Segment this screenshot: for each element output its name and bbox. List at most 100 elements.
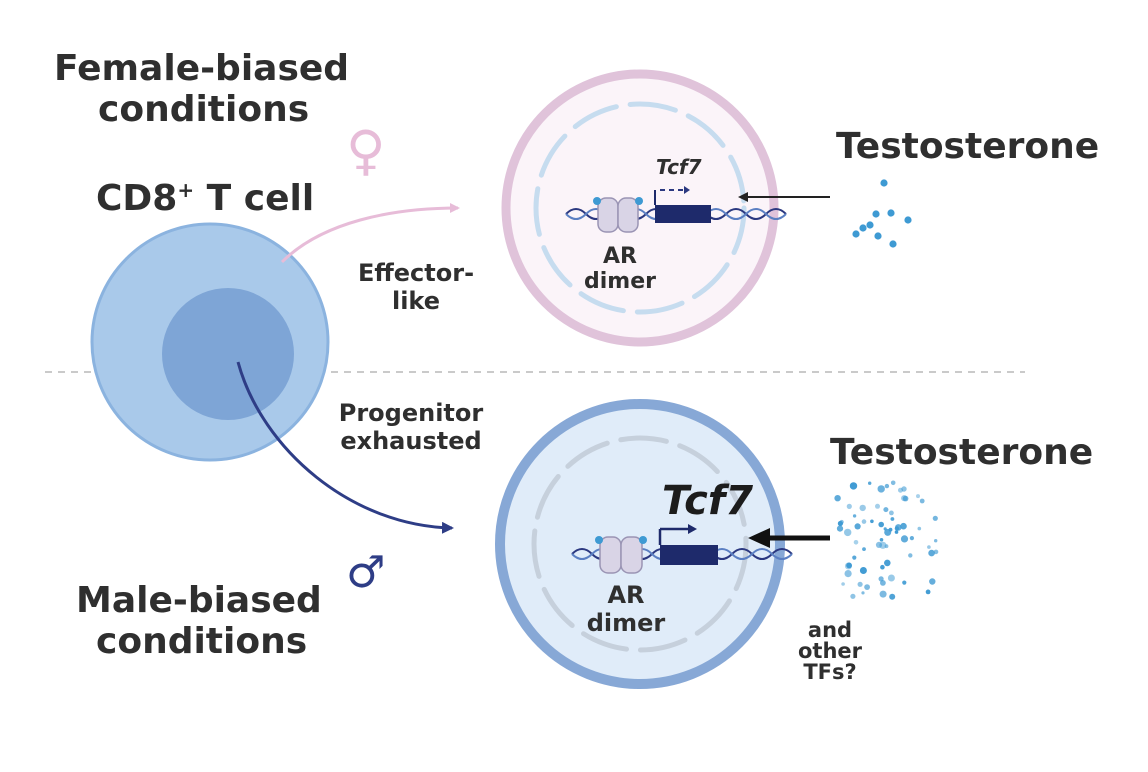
testosterone-dot [909, 536, 915, 541]
testosterone-dot [844, 528, 852, 537]
testosterone-dot [872, 210, 880, 218]
testosterone-dot [890, 480, 896, 486]
female-fate-line1: Effector- [357, 259, 475, 287]
testosterone-dot [849, 482, 858, 490]
male-dna-complex [571, 524, 793, 574]
cd8-t-cell [90, 222, 330, 462]
testosterone-dot [852, 230, 860, 238]
female-testosterone-arrowhead [738, 192, 748, 202]
testosterone-dot [889, 510, 894, 516]
male-fate-arrow [236, 361, 454, 534]
cell-title-sup: + [177, 178, 195, 202]
female-nucleus-cell [501, 69, 779, 347]
testosterone-dot [902, 580, 907, 585]
testosterone-dot [852, 514, 857, 518]
female-outer-membrane [501, 69, 779, 347]
female-condition-line1: Female-biased [54, 48, 350, 89]
male-ligand-dot-1 [595, 536, 603, 544]
female-ar-line1: AR [603, 244, 637, 269]
testosterone-dot [883, 507, 889, 513]
testosterone-dot [932, 515, 938, 521]
female-ar-monomer-2 [617, 197, 639, 233]
testosterone-dot [844, 570, 852, 578]
testosterone-dot [852, 555, 857, 560]
testosterone-dot [861, 519, 867, 524]
testosterone-dot [925, 589, 931, 595]
testosterone-dot [878, 521, 884, 528]
male-condition-label: Male-biased conditions [76, 580, 322, 663]
testosterone-dot [900, 535, 909, 543]
male-ar-monomer-2 [620, 536, 643, 574]
testosterone-dot [850, 593, 856, 599]
testosterone-dot [901, 495, 908, 502]
testosterone-dot [928, 549, 935, 557]
testosterone-dot [889, 240, 897, 248]
testosterone-dot [884, 528, 892, 536]
cell-nucleus [162, 288, 294, 420]
female-ligand-dot-1 [593, 197, 601, 205]
testosterone-dot [859, 224, 867, 232]
testosterone-dot [846, 503, 852, 509]
testosterone-dot [846, 562, 852, 569]
testosterone-dot [841, 582, 845, 586]
testosterone-dot [880, 564, 885, 570]
male-gene-label: Tcf7 [662, 478, 754, 524]
testosterone-dot [898, 487, 903, 493]
female-ar-line2: dimer [584, 269, 656, 295]
female-symbol-icon: ♀ [346, 119, 386, 182]
male-condition-line1: Male-biased [76, 580, 322, 621]
female-ar-monomer-1 [597, 197, 619, 233]
male-testosterone-molecules [834, 480, 939, 600]
male-fate-line2: exhausted [340, 426, 482, 455]
testosterone-dot [916, 494, 920, 499]
testosterone-dot [880, 179, 888, 187]
testosterone-dot [857, 581, 863, 587]
testosterone-dot [895, 524, 902, 531]
cell-title-rest: T cell [194, 178, 315, 219]
testosterone-dot [837, 520, 844, 527]
testosterone-dot [850, 482, 855, 487]
cell-title-main: CD8 [96, 178, 178, 219]
testosterone-dot [859, 504, 866, 512]
testosterone-dot [929, 578, 936, 585]
female-fate-label: Effector- like [340, 259, 492, 315]
male-testosterone-arrowhead [748, 528, 770, 548]
testosterone-dot [874, 232, 882, 240]
male-condition-line2: conditions [96, 621, 308, 663]
other-tfs-line3: TFs? [803, 660, 857, 684]
testosterone-dot [879, 538, 884, 542]
female-fate-arrow [280, 203, 460, 264]
female-tcf7-gene-box [655, 205, 711, 223]
male-testosterone-label: Testosterone [830, 432, 1094, 473]
male-ar-line1: AR [607, 581, 645, 609]
male-symbol-icon: ♂ [346, 547, 386, 598]
testosterone-dot [904, 216, 912, 224]
testosterone-dot [875, 503, 880, 509]
testosterone-dot [900, 522, 907, 530]
testosterone-dot [933, 549, 939, 555]
testosterone-dot [908, 553, 913, 558]
testosterone-dot [834, 495, 841, 502]
male-transcription-arrowhead [688, 524, 697, 534]
male-ligand-dot-2 [639, 536, 647, 544]
female-transcription-arrowhead [684, 186, 690, 194]
testosterone-dot [862, 547, 866, 551]
cell-title: CD8+ T cell [96, 178, 314, 219]
female-ar-dimer-label: AR dimer [572, 244, 668, 295]
testosterone-dot [870, 519, 874, 524]
female-ligand-dot-2 [635, 197, 643, 205]
testosterone-dot [877, 485, 885, 493]
other-tfs-line2: other [797, 639, 862, 663]
male-fate-line1: Progenitor [338, 399, 484, 427]
male-tcf7-gene-box [660, 545, 718, 565]
female-condition-line2: conditions [98, 89, 310, 131]
male-fate-label: Progenitor exhausted [316, 399, 506, 455]
testosterone-dot [887, 574, 895, 582]
testosterone-dot [889, 593, 896, 600]
testosterone-dot [864, 584, 870, 590]
testosterone-dot [859, 567, 867, 574]
male-nuclear-envelope [531, 435, 749, 653]
testosterone-dot [836, 525, 844, 532]
testosterone-dot [919, 498, 925, 504]
